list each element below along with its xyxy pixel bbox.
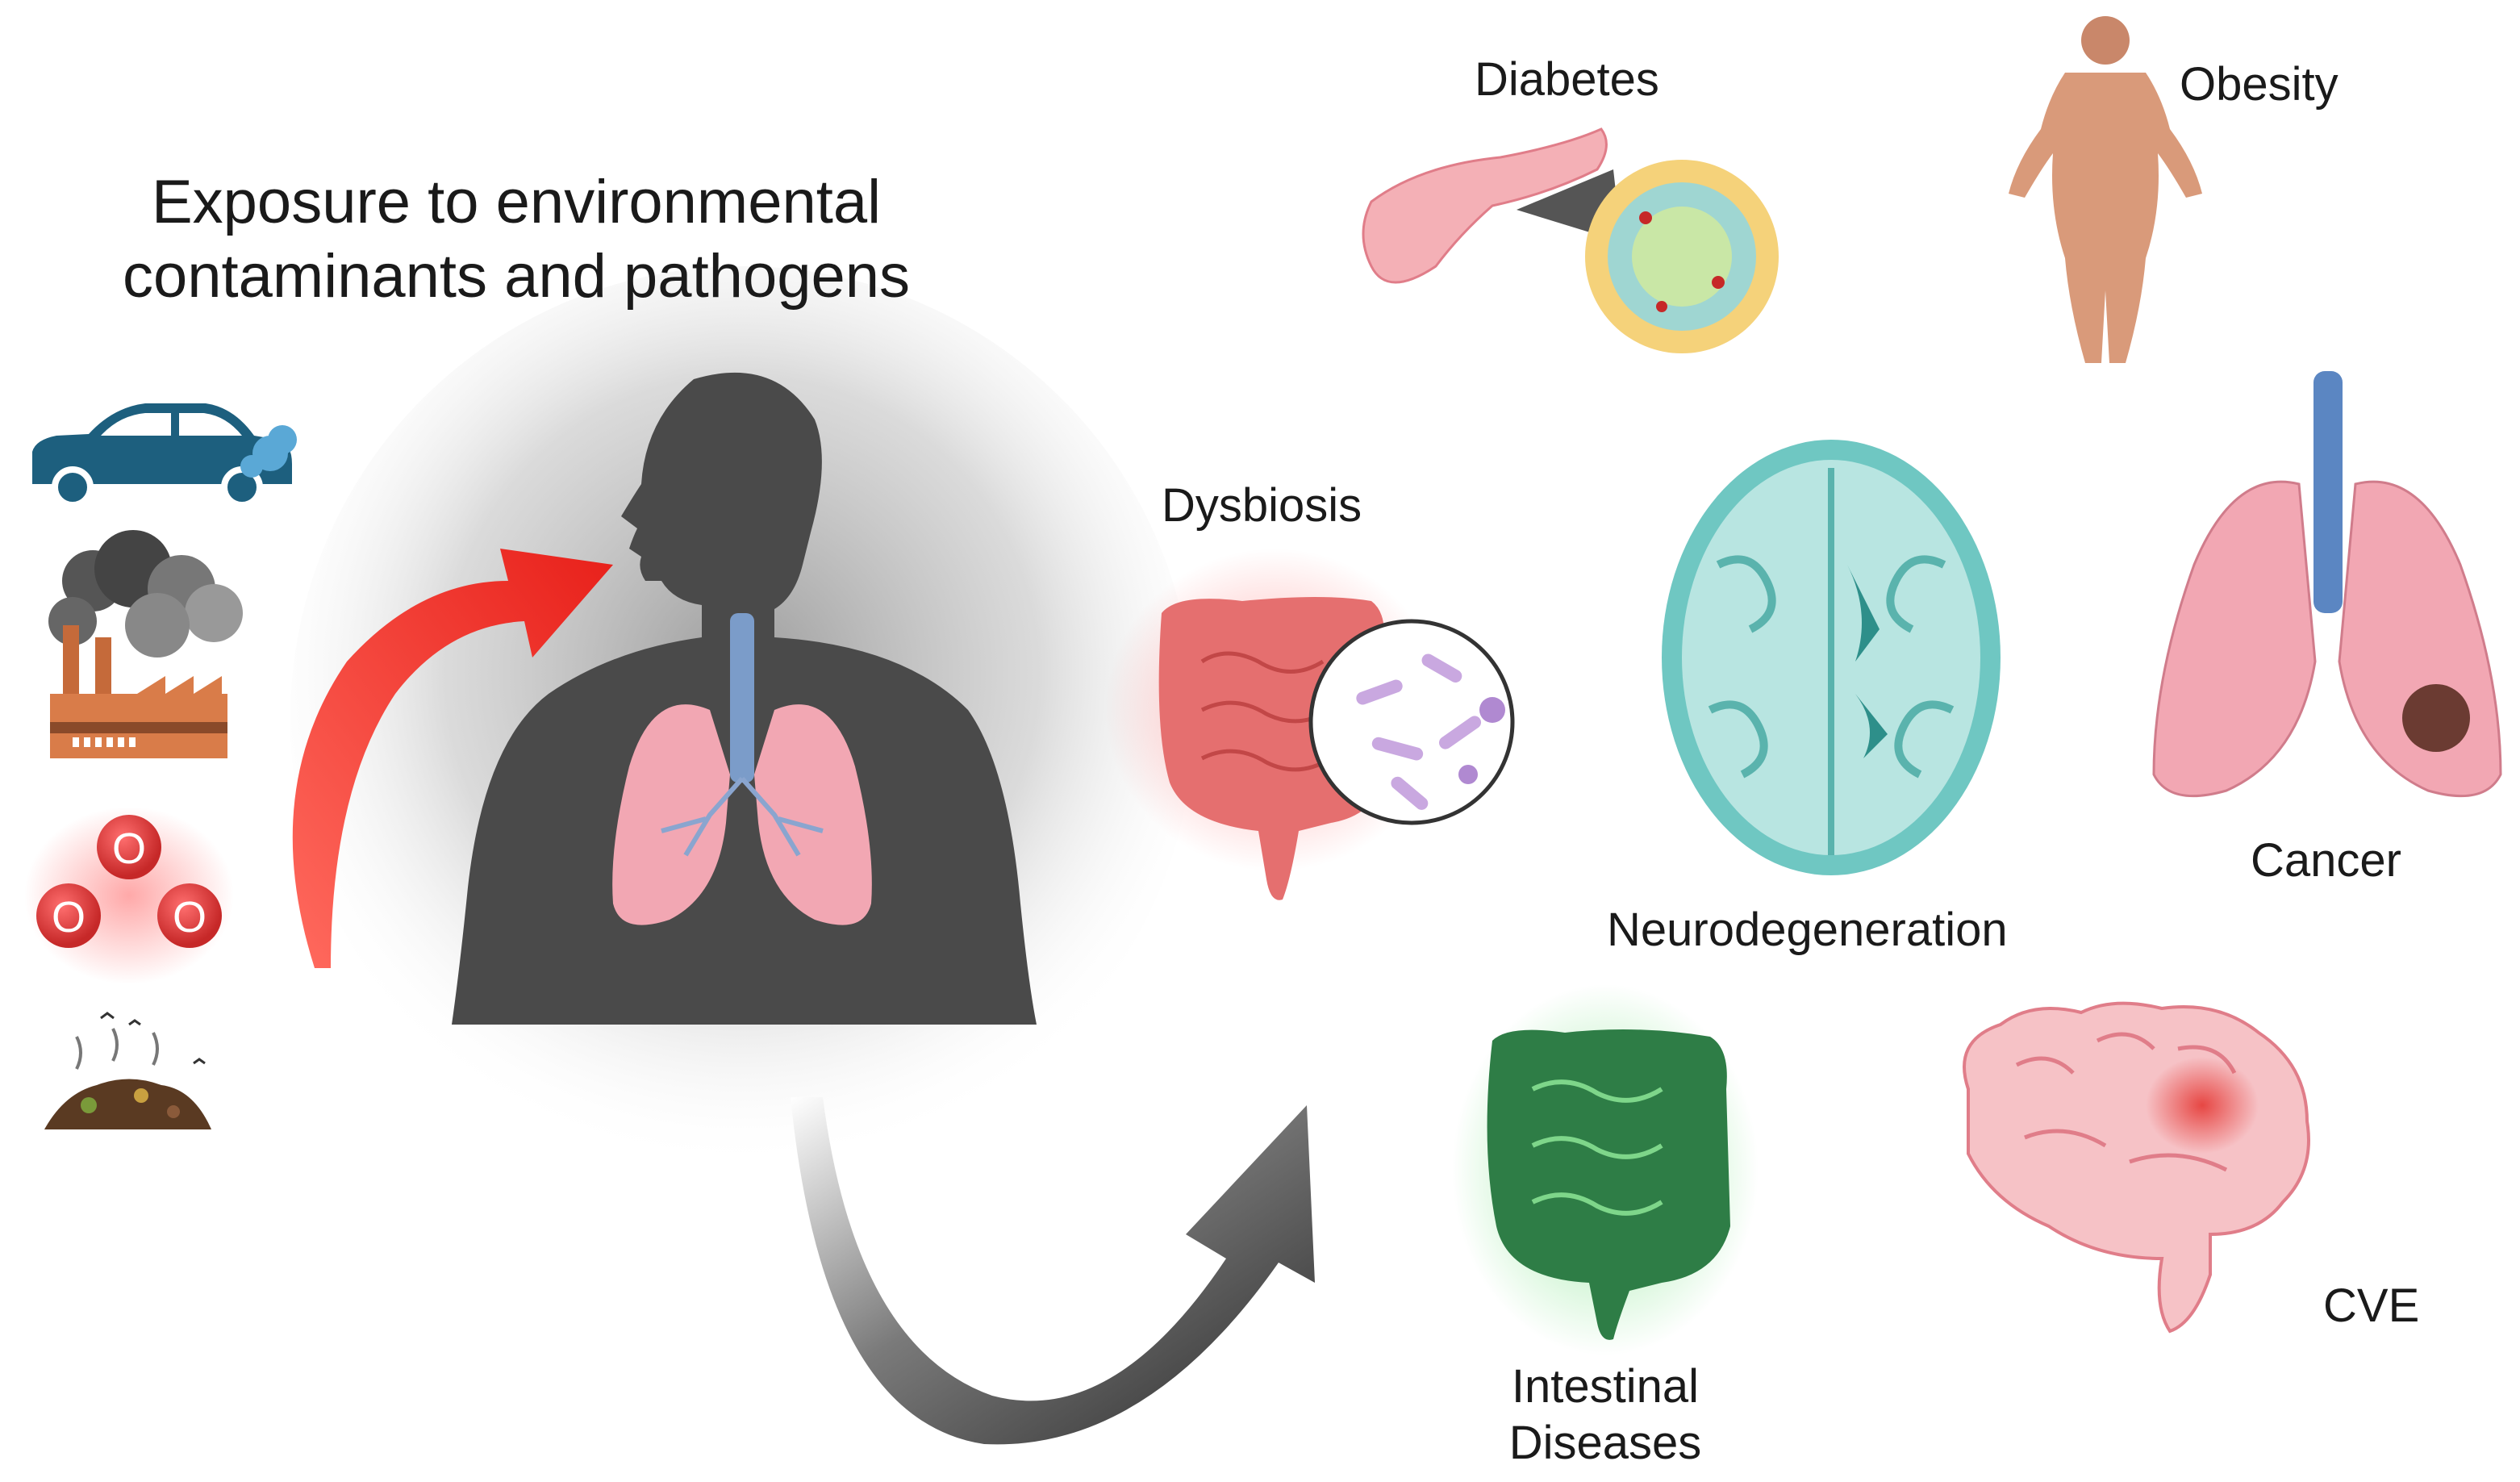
inflamed-intestine-icon — [1452, 984, 1759, 1355]
outcome-label-neurodegeneration: Neurodegeneration — [1607, 904, 2008, 956]
outcome-label-intestinal-diseases: Intestinal Diseases — [1476, 1359, 1734, 1472]
lungs-illustration — [612, 613, 872, 925]
ozone-atom-label: O — [52, 893, 86, 941]
outcome-label-obesity: Obesity — [2180, 58, 2339, 111]
diagram-title: Exposure to environmental contaminants a… — [48, 165, 984, 314]
intestinal-label-line-1: Intestinal — [1511, 1360, 1700, 1413]
factory-smoke-icon — [48, 530, 243, 758]
obese-human-figure-icon — [2009, 16, 2202, 363]
title-line-1: Exposure to environmental — [151, 168, 882, 236]
intestinal-label-line-2: Diseases — [1508, 1417, 1702, 1469]
lung-tumor-icon — [2152, 371, 2502, 798]
brain-cross-section-icon — [1662, 440, 2001, 875]
outcome-label-dysbiosis: Dysbiosis — [1162, 479, 1362, 532]
brain-stroke-icon — [1963, 1001, 2310, 1334]
pancreas-islet-icon — [1362, 127, 1779, 353]
outcome-label-cve: CVE — [2323, 1280, 2420, 1332]
outcome-label-cancer: Cancer — [2251, 834, 2401, 887]
ozone-atom-label: O — [112, 824, 146, 873]
disease-outcome-arrow — [791, 1097, 1315, 1445]
title-line-2: contaminants and pathogens — [122, 242, 911, 311]
outcome-label-diabetes: Diabetes — [1475, 53, 1659, 106]
car-exhaust-icon — [32, 403, 297, 508]
ozone-molecule-icon — [24, 807, 234, 984]
waste-pile-icon — [44, 1012, 211, 1129]
ozone-atom-label: O — [173, 893, 207, 941]
bacteria-magnifier-icon — [1308, 619, 1515, 825]
inhalation-arrow — [292, 549, 613, 968]
